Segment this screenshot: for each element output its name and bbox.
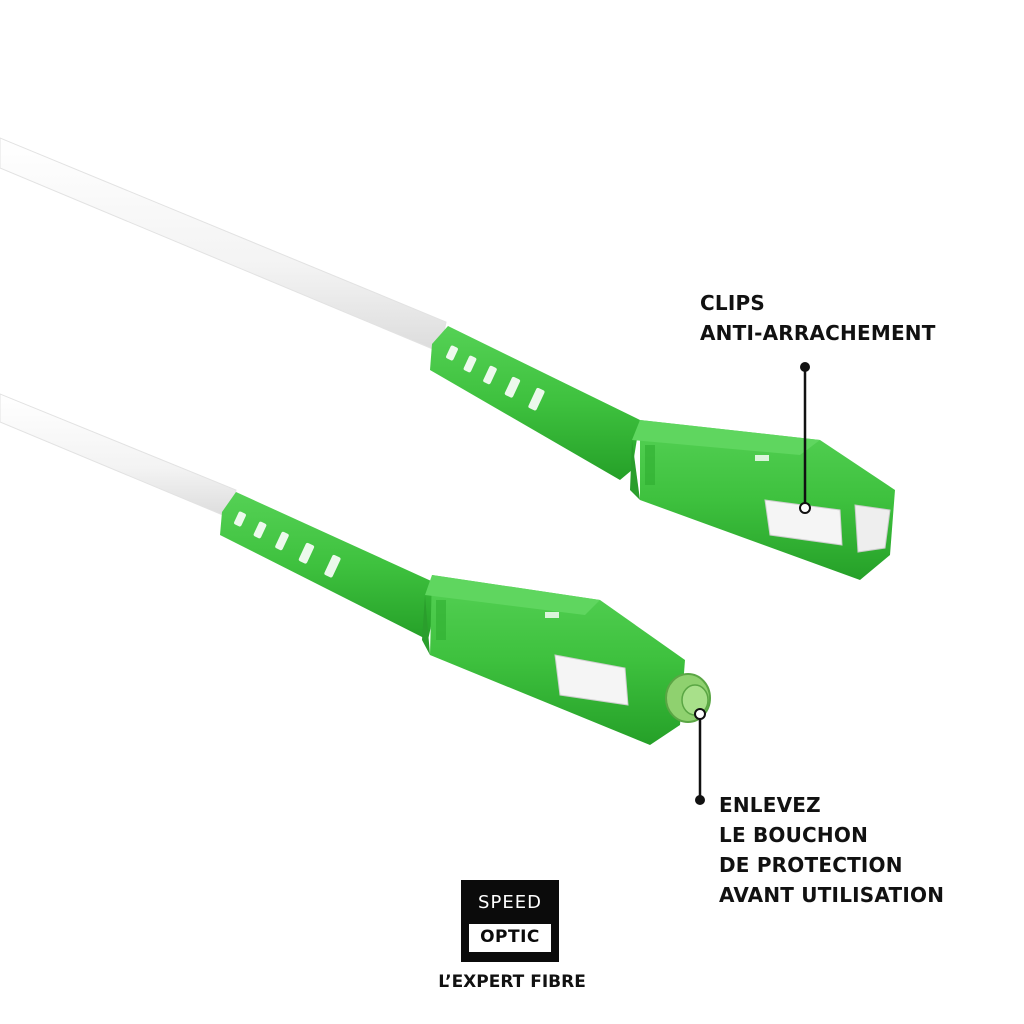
bottom-latch-window xyxy=(554,654,629,706)
brand-tagline: L’EXPERT FIBRE xyxy=(438,972,586,992)
callout-bottom-line-3: DE PROTECTION xyxy=(719,853,903,877)
callout-top-leader xyxy=(799,362,811,514)
callout-top-line-1: CLIPS xyxy=(700,291,765,315)
callout-bottom-line-1: ENLEVEZ xyxy=(719,793,821,817)
callout-bottom-line-2: LE BOUCHON xyxy=(719,823,869,847)
speed-optic-logo: SPEED OPTIC xyxy=(461,880,559,962)
callout-bottom-leader xyxy=(694,708,706,805)
top-cable xyxy=(0,137,447,353)
callout-cap-label: ENLEVEZ LE BOUCHON DE PROTECTION AVANT U… xyxy=(719,790,944,910)
logo-speed-text: SPEED xyxy=(478,892,542,913)
top-latch-window xyxy=(764,499,843,546)
logo-optic-text: OPTIC xyxy=(480,927,540,947)
callout-bottom-line-4: AVANT UTILISATION xyxy=(719,883,945,907)
callout-top-line-2: ANTI-ARRACHEMENT xyxy=(700,321,936,345)
logo-optic-box: OPTIC xyxy=(469,924,551,952)
bottom-fiber-connector xyxy=(0,393,711,745)
bottom-cable xyxy=(0,393,237,519)
callout-clips-label: CLIPS ANTI-ARRACHEMENT xyxy=(700,288,936,348)
top-fiber-connector xyxy=(0,137,895,580)
